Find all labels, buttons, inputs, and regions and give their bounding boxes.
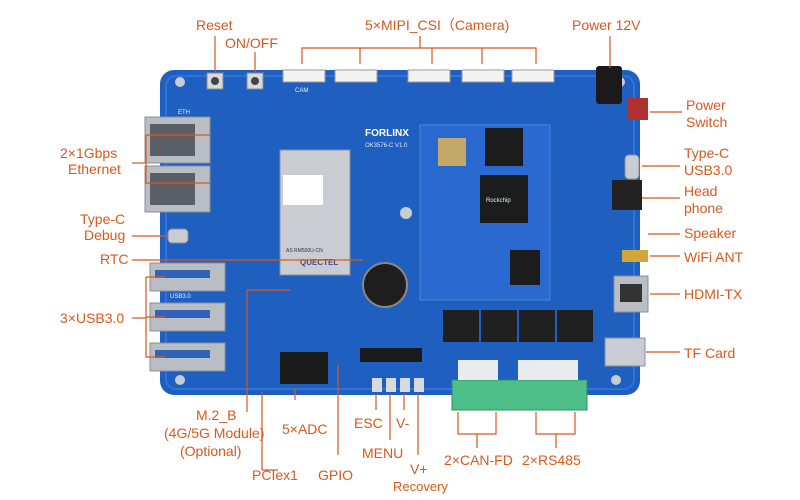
- mount-hole: [175, 77, 185, 87]
- onoff-label: ON/OFF: [225, 35, 278, 51]
- menu-button-part: [386, 378, 396, 392]
- headphone-jack: [612, 180, 642, 210]
- power-12v-label: Power 12V: [572, 17, 641, 33]
- reset-label: Reset: [196, 17, 233, 33]
- rtc-battery: [362, 262, 408, 308]
- power-switch-part: [628, 98, 648, 120]
- labels: Reset ON/OFF 5×MIPI_CSI（Camera) Power 12…: [60, 17, 744, 494]
- m2-label-2: (4G/5G Module): [164, 425, 264, 441]
- headphone-label-2: phone: [684, 200, 723, 216]
- usb3-ports: USB3.0: [149, 262, 226, 372]
- typec-usb-label-1: Type-C: [684, 145, 729, 161]
- power-switch-label-2: Switch: [686, 114, 727, 130]
- gpio-header: [360, 348, 422, 362]
- ethernet-ports: ETH: [144, 110, 211, 213]
- vminus-label: V-: [396, 415, 410, 431]
- esc-label: ESC: [354, 415, 383, 431]
- module-line: AS RM500U-CN: [286, 248, 323, 254]
- hdmi-port: [613, 275, 649, 313]
- board: [160, 70, 640, 395]
- soc-brand: Rockchip: [486, 198, 511, 204]
- gpio-label: GPIO: [318, 467, 353, 483]
- mipi-csi-label: 5×MIPI_CSI（Camera): [365, 17, 509, 33]
- wifi-ant-label: WiFi ANT: [684, 249, 744, 265]
- typec-debug-port: [167, 228, 189, 244]
- mount-hole: [400, 207, 412, 219]
- relays: [443, 310, 593, 342]
- model-silk: OK3576-C V1.0: [365, 143, 408, 149]
- power-jack: [596, 66, 622, 104]
- wifi-antenna-connector: [622, 250, 648, 262]
- speaker-label: Speaker: [684, 225, 736, 241]
- tf-card-slot: [604, 337, 646, 367]
- ethernet-label-1: 2×1Gbps: [60, 145, 117, 161]
- usb3-label: 3×USB3.0: [60, 310, 124, 326]
- rs485-label: 2×RS485: [522, 452, 581, 468]
- usb-silk: USB3.0: [170, 294, 191, 300]
- menu-label: MENU: [362, 445, 403, 461]
- m2-label-1: M.2_B: [196, 407, 236, 423]
- rtc-label: RTC: [100, 251, 129, 267]
- typec-debug-label-1: Type-C: [80, 211, 125, 227]
- headphone-label-1: Head: [684, 183, 717, 199]
- typec-debug-label-2: Debug: [84, 227, 125, 243]
- vplus-button-part: [414, 378, 424, 392]
- typec-usb-label-2: USB3.0: [684, 162, 732, 178]
- core-module: Rockchip: [419, 124, 551, 301]
- terminal-blocks: [451, 360, 588, 411]
- cam-silk: CAM: [295, 88, 308, 94]
- vminus-button-part: [400, 378, 410, 392]
- pcie-slot: [280, 352, 328, 384]
- eth-silk: ETH: [178, 110, 190, 116]
- module-brand: QUECTEL: [300, 258, 338, 267]
- mount-hole: [175, 375, 185, 385]
- power-switch-label-1: Power: [686, 97, 726, 113]
- recovery-label: Recovery: [393, 479, 448, 494]
- can-fd-label: 2×CAN-FD: [444, 452, 513, 468]
- typec-usb-port: [624, 154, 640, 180]
- vplus-label: V+: [410, 461, 428, 477]
- adc-label: 5×ADC: [282, 421, 328, 437]
- camera-connectors: CAM: [282, 69, 555, 94]
- esc-button-part: [372, 378, 382, 392]
- ethernet-label-2: Ethernet: [68, 161, 121, 177]
- cellular-module: AS RM500U-CN QUECTEL: [279, 149, 351, 276]
- leader-lines: [132, 36, 682, 471]
- mount-hole: [611, 375, 621, 385]
- tf-card-label: TF Card: [684, 345, 735, 361]
- pciex1-label: PCIex1: [252, 467, 298, 483]
- brand-silk: FORLINX: [365, 128, 409, 139]
- m2-label-3: (Optional): [180, 443, 241, 459]
- hdmi-tx-label: HDMI-TX: [684, 286, 743, 302]
